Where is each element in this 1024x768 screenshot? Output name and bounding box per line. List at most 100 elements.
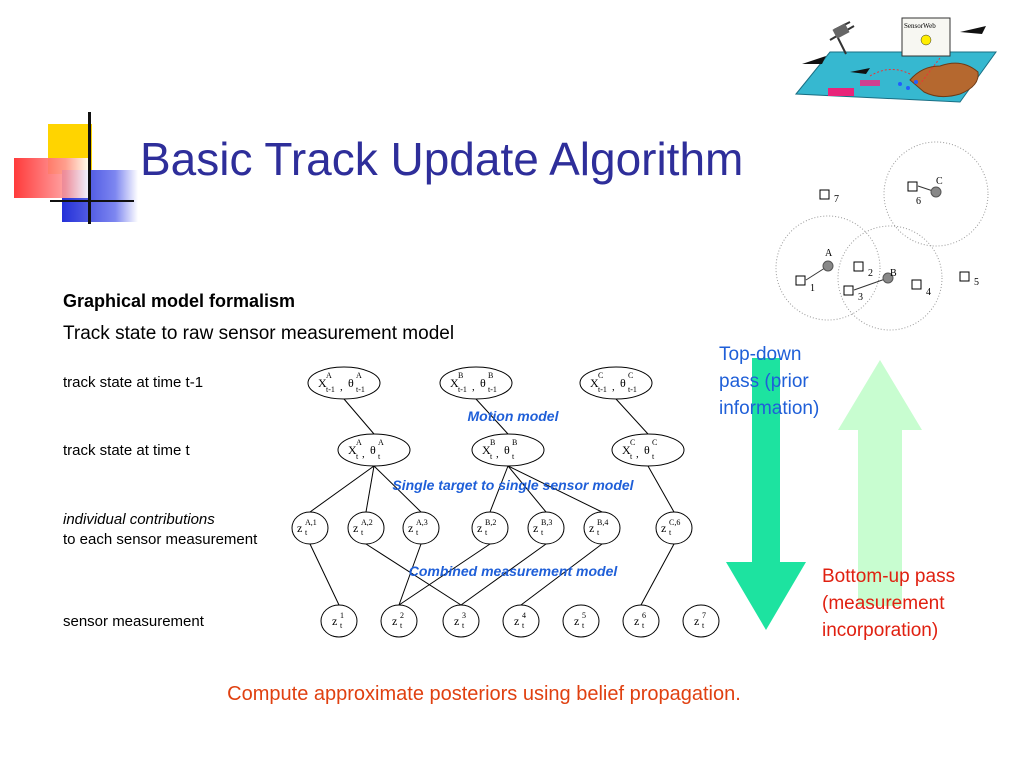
node-ellipse	[320, 604, 358, 638]
node-text: A,2	[361, 518, 373, 527]
node-ellipse	[583, 511, 621, 545]
node-ellipse	[655, 511, 693, 545]
node-ellipse	[527, 511, 565, 545]
range-circle-b	[837, 225, 943, 331]
node-text: ,	[472, 381, 475, 393]
node-text: z	[589, 521, 594, 535]
logo-label: SensorWeb	[904, 22, 936, 30]
graph-edge	[507, 465, 603, 513]
row-label-cur-state: track state at time t	[63, 442, 190, 459]
node-text: t	[305, 528, 308, 537]
node-ellipse	[502, 604, 540, 638]
node-text: t	[378, 452, 381, 461]
red-bar	[14, 158, 88, 198]
prev-state-node-a: XAt-1,θAt-1	[307, 366, 381, 400]
node-text: ,	[340, 381, 343, 393]
graph-edge	[309, 543, 340, 606]
node-text: X	[482, 443, 491, 457]
cur-state-node-b: XBt,θBt	[471, 433, 545, 467]
node-text: t	[702, 621, 705, 630]
node-text: 5	[582, 611, 586, 620]
sensor-2	[853, 261, 864, 272]
node-text: 1	[340, 611, 344, 620]
node-text: B,3	[541, 518, 552, 527]
node-text: B	[490, 438, 495, 447]
node-text: z	[514, 614, 519, 628]
node-text: t-1	[326, 385, 335, 394]
node-ellipse	[682, 604, 720, 638]
node-text: 6	[642, 611, 646, 620]
node-text: X	[450, 376, 459, 390]
row-label-measurement: sensor measurement	[63, 613, 204, 630]
node-text: C,6	[669, 518, 680, 527]
graph-edge	[647, 465, 675, 513]
node-ellipse	[380, 604, 418, 638]
node-ellipse	[291, 511, 329, 545]
sensor-map: C A 7 6 1 2 3 4 5 B	[775, 141, 989, 331]
cur-state-node-a: XAt,θAt	[337, 433, 411, 467]
combined-model-label: Combined measurement model	[409, 563, 619, 579]
horizontal-rule	[50, 200, 134, 202]
section-heading: Graphical model formalism	[63, 291, 296, 311]
node-ellipse	[471, 433, 545, 467]
node-text: A	[326, 371, 332, 380]
row-label-contrib-2: to each sensor measurement	[63, 531, 258, 548]
bottom-up-line: Bottom-up pass	[822, 566, 956, 587]
node-text: θ	[504, 443, 510, 457]
graph-edge	[460, 543, 547, 606]
node-text: B	[488, 371, 493, 380]
top-down-line: information)	[719, 398, 820, 419]
node-text: t	[522, 621, 525, 630]
graph-edge	[365, 543, 462, 606]
node-text: X	[318, 376, 327, 390]
sensorweb-logo: SensorWeb	[794, 17, 997, 103]
node-text: 4	[522, 611, 526, 620]
target-c	[930, 186, 942, 198]
graph-edge	[309, 465, 375, 513]
node-text: ,	[496, 448, 499, 460]
node-text: B,4	[597, 518, 608, 527]
node-text: X	[590, 376, 599, 390]
range-circle-a	[775, 215, 881, 321]
node-text: θ	[480, 376, 486, 390]
node-text: C	[652, 438, 657, 447]
graph-edge	[343, 398, 375, 435]
sensor-label-3: 3	[858, 292, 863, 303]
node-text: t	[340, 621, 343, 630]
sensor-3	[843, 285, 854, 296]
prev-state-node-c: XCt-1,θCt-1	[579, 366, 653, 400]
vertical-rule	[88, 112, 91, 224]
graph-edge	[373, 465, 422, 513]
node-text: z	[353, 521, 358, 535]
top-down-arrow	[726, 358, 806, 630]
target-label-c: C	[936, 176, 943, 187]
graph-edge	[475, 398, 509, 435]
node-text: A	[356, 438, 362, 447]
node-text: t	[416, 528, 419, 537]
node-text: t	[597, 528, 600, 537]
node-ellipse	[337, 433, 411, 467]
sensor-5	[959, 271, 970, 282]
node-text: t-1	[356, 385, 365, 394]
node-text: B,2	[485, 518, 496, 527]
node-text: t	[652, 452, 655, 461]
node-text: z	[332, 614, 337, 628]
node-text: t	[485, 528, 488, 537]
sensor-4	[911, 279, 922, 290]
node-text: θ	[370, 443, 376, 457]
node-ellipse	[307, 366, 381, 400]
top-down-text: Top-down pass (prior information)	[719, 341, 819, 422]
node-ellipse	[562, 604, 600, 638]
target-a	[822, 260, 834, 272]
graph-edges	[309, 398, 675, 606]
target-b	[882, 272, 894, 284]
node-ellipse	[347, 511, 385, 545]
sensor-label-5: 5	[974, 277, 979, 288]
node-text: t	[462, 621, 465, 630]
node-text: B	[458, 371, 463, 380]
